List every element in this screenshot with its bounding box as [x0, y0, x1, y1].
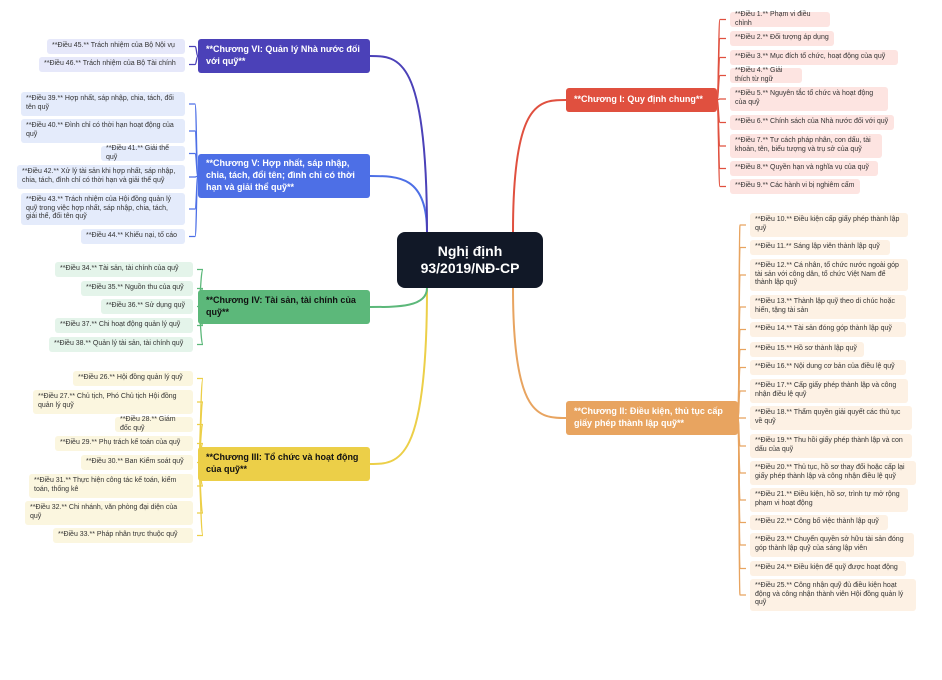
article-node[interactable]: **Điều 43.** Trách nhiệm của Hội đồng qu…: [21, 193, 185, 225]
article-node[interactable]: **Điều 44.** Khiếu nại, tố cáo: [81, 229, 185, 244]
connector-line: [716, 98, 726, 101]
article-node[interactable]: **Điều 1.** Phạm vi điều chỉnh: [730, 11, 830, 27]
article-node[interactable]: **Điều 37.** Chi hoạt động quản lý quỹ: [55, 318, 193, 333]
article-node[interactable]: **Điều 13.** Thành lập quỹ theo di chúc …: [750, 295, 906, 319]
chapter-1-node[interactable]: **Chương I: Quy định chung**: [566, 88, 717, 112]
article-node[interactable]: **Điều 35.** Nguồn thu của quỹ: [81, 281, 193, 296]
article-node[interactable]: **Điều 9.** Các hành vi bị nghiêm cấm: [730, 179, 860, 194]
article-node[interactable]: **Điều 42.** Xử lý tài sản khi hợp nhất,…: [17, 165, 185, 189]
article-node[interactable]: **Điều 29.** Phụ trách kế toán của quỹ: [55, 436, 193, 451]
article-node[interactable]: **Điều 18.** Thẩm quyền giải quyết các t…: [750, 406, 912, 430]
connector-line: [189, 175, 199, 238]
connector-line: [512, 99, 567, 233]
article-node[interactable]: **Điều 32.** Chi nhánh, văn phòng đại di…: [25, 501, 193, 525]
article-node[interactable]: **Điều 22.** Công bố việc thành lập quỹ: [750, 515, 888, 530]
article-node[interactable]: **Điều 19.** Thu hồi giấy phép thành lập…: [750, 434, 912, 458]
article-node[interactable]: **Điều 21.** Điều kiện, hồ sơ, trình tự …: [750, 488, 908, 512]
article-node[interactable]: **Điều 6.** Chính sách của Nhà nước đối …: [730, 115, 894, 130]
connector-line: [369, 287, 428, 308]
article-node[interactable]: **Điều 8.** Quyền hạn và nghĩa vụ của qu…: [730, 161, 878, 176]
article-node[interactable]: **Điều 4.** Giải thích từ ngữ: [730, 67, 802, 83]
article-node[interactable]: **Điều 12.** Cá nhân, tổ chức nước ngoài…: [750, 259, 908, 291]
article-node[interactable]: **Điều 40.** Đình chỉ có thời hạn hoạt đ…: [21, 119, 185, 143]
central-topic[interactable]: Nghị định 93/2019/NĐ-CP: [397, 232, 543, 288]
article-node[interactable]: **Điều 14.** Tài sản đóng góp thành lập …: [750, 322, 906, 337]
article-node[interactable]: **Điều 5.** Nguyên tắc tổ chức và hoạt đ…: [730, 87, 888, 111]
article-node[interactable]: **Điều 36.** Sử dụng quỹ: [101, 299, 193, 314]
article-node[interactable]: **Điều 41.** Giải thể quỹ: [101, 145, 185, 161]
article-node[interactable]: **Điều 38.** Quản lý tài sản, tài chính …: [49, 337, 193, 352]
connector-line: [369, 175, 428, 233]
article-node[interactable]: **Điều 10.** Điều kiện cấp giấy phép thà…: [750, 213, 908, 237]
connector-line: [369, 55, 428, 233]
article-node[interactable]: **Điều 26.** Hội đồng quản lý quỹ: [73, 371, 193, 386]
article-node[interactable]: **Điều 34.** Tài sản, tài chính của quỹ: [55, 262, 193, 277]
connector-line: [716, 74, 726, 101]
connector-line: [737, 390, 746, 419]
connector-line: [189, 152, 199, 177]
article-node[interactable]: **Điều 16.** Nội dung cơ bản của điều lệ…: [750, 360, 906, 375]
connector-line: [189, 45, 199, 57]
article-node[interactable]: **Điều 25.** Công nhận quỹ đủ điều kiện …: [750, 579, 916, 611]
connector-line: [189, 55, 199, 66]
chapter-4-node[interactable]: **Chương IV: Tài sản, tài chính của quỹ*…: [198, 290, 370, 324]
connector-line: [737, 417, 746, 596]
article-node[interactable]: **Điều 7.** Tư cách pháp nhân, con dấu, …: [730, 134, 882, 158]
article-node[interactable]: **Điều 28.** Giám đốc quỹ: [115, 416, 193, 432]
article-node[interactable]: **Điều 11.** Sáng lập viên thành lập quỹ: [750, 240, 890, 255]
connector-line: [716, 99, 726, 188]
chapter-3-node[interactable]: **Chương III: Tổ chức và hoạt động của q…: [198, 447, 370, 481]
article-node[interactable]: **Điều 24.** Điều kiện để quỹ được hoạt …: [750, 561, 906, 576]
article-node[interactable]: **Điều 31.** Thực hiện công tác kế toán,…: [29, 474, 193, 498]
article-node[interactable]: **Điều 17.** Cấp giấy phép thành lập và …: [750, 379, 908, 403]
chapter-5-node[interactable]: **Chương V: Hợp nhất, sáp nhập, chia, tá…: [198, 154, 370, 198]
article-node[interactable]: **Điều 30.** Ban Kiểm soát quỹ: [81, 455, 193, 470]
article-node[interactable]: **Điều 20.** Thủ tục, hồ sơ thay đổi hoặ…: [750, 461, 916, 485]
chapter-2-node[interactable]: **Chương II: Điều kiện, thủ tục cấp giấy…: [566, 401, 738, 435]
article-node[interactable]: **Điều 46.** Trách nhiệm của Bộ Tài chín…: [39, 57, 185, 72]
article-node[interactable]: **Điều 27.** Chủ tịch, Phó Chủ tịch Hội …: [33, 390, 193, 414]
article-node[interactable]: **Điều 45.** Trách nhiệm của Bộ Nội vụ: [47, 39, 185, 54]
article-node[interactable]: **Điều 33.** Pháp nhân trực thuộc quỹ: [53, 528, 193, 543]
chapter-6-node[interactable]: **Chương VI: Quản lý Nhà nước đối với qu…: [198, 39, 370, 73]
connector-line: [512, 287, 567, 419]
article-node[interactable]: **Điều 39.** Hợp nhất, sáp nhập, chia, t…: [21, 92, 185, 116]
article-node[interactable]: **Điều 3.** Mục đích tổ chức, hoạt động …: [730, 50, 898, 65]
article-node[interactable]: **Điều 23.** Chuyển quyền sở hữu tài sản…: [750, 533, 914, 557]
connector-line: [189, 175, 199, 178]
article-node[interactable]: **Điều 2.** Đối tượng áp dụng: [730, 31, 834, 46]
connector-line: [369, 287, 428, 465]
article-node[interactable]: **Điều 15.** Hồ sơ thành lập quỹ: [750, 342, 864, 357]
